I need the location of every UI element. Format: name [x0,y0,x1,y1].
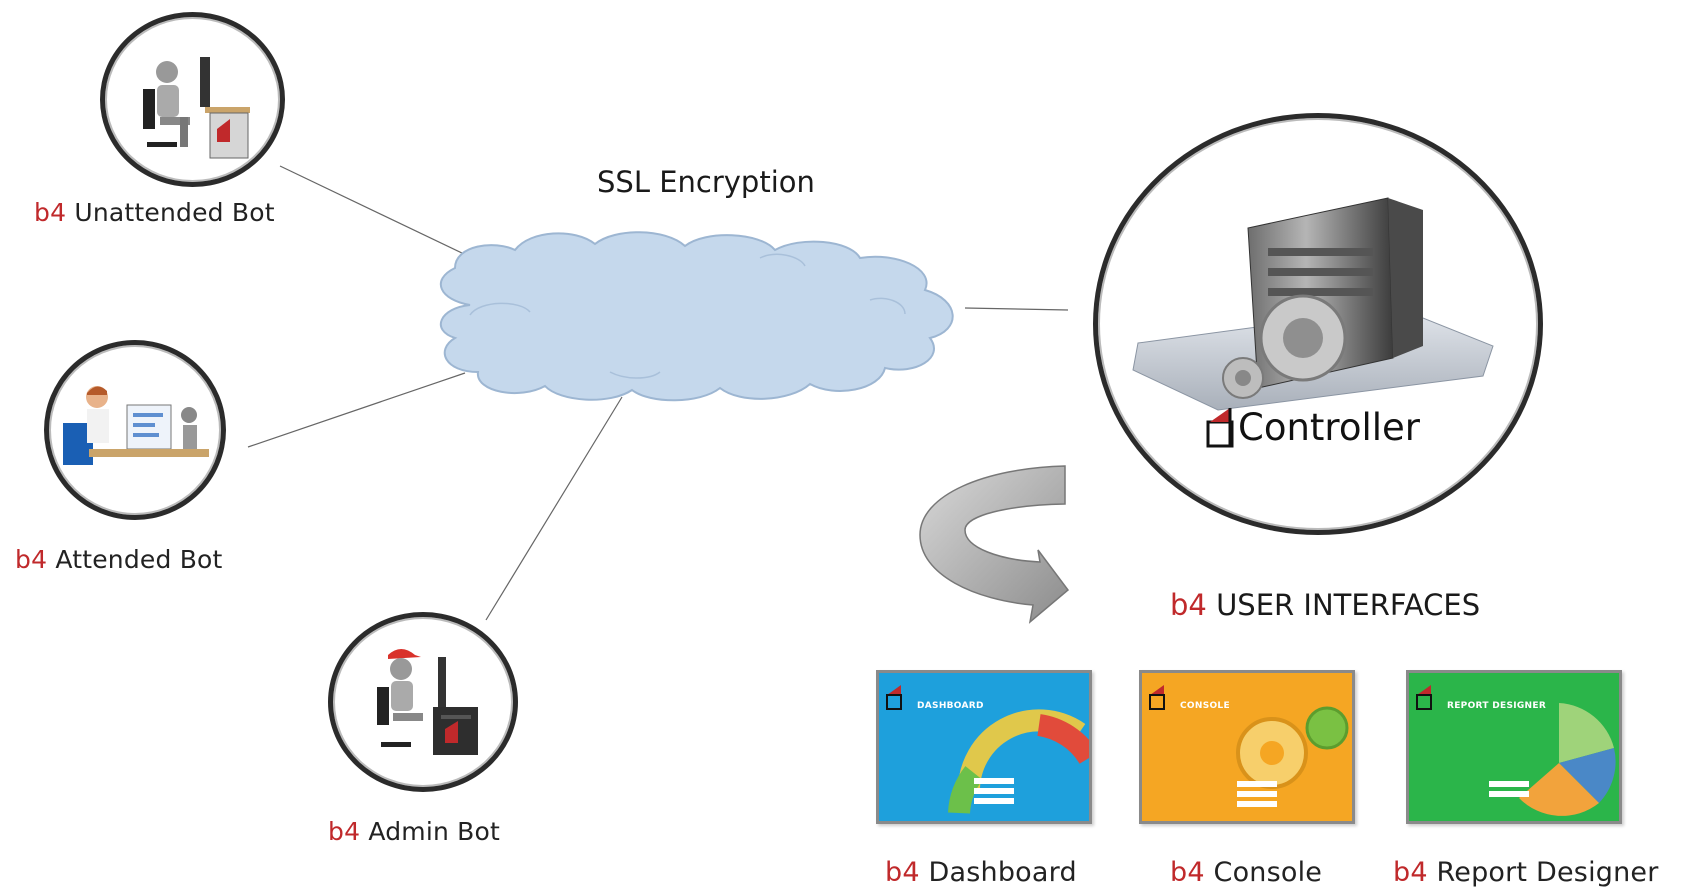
attended-bot-icon [44,340,226,520]
brand-b4: b4 [885,857,920,888]
bot-name: Attended Bot [55,545,223,574]
caption-text: Dashboard [928,857,1077,888]
thumb-screen-title: REPORT DESIGNER [1447,701,1547,711]
controller-label: Controller [1238,406,1421,449]
console-thumbnail[interactable]: CONSOLE [1139,670,1355,824]
user-interfaces-heading: b4 USER INTERFACES [1170,588,1480,622]
brand-b4: b4 [15,545,48,574]
controller-circle: Controller [1093,113,1543,535]
b4-logo-icon [1206,408,1234,448]
bot-name: Admin Bot [368,817,501,846]
thumb-screen-title: CONSOLE [1180,701,1230,711]
ssl-cloud [440,231,954,402]
brand-b4: b4 [1170,588,1207,622]
dashboard-thumbnail[interactable]: DASHBOARD [876,670,1092,824]
line-admin-to-cloud [485,396,623,621]
report-designer-thumbnail[interactable]: REPORT DESIGNER [1406,670,1622,824]
robot-at-desk-icon [143,57,250,159]
thumb-screen-title: DASHBOARD [917,701,984,711]
admin-bot-icon [328,612,518,792]
dashboard-gauge-icon [886,685,1089,814]
line-attended-to-cloud [247,372,466,448]
bot-name: Unattended Bot [74,198,275,227]
dashboard-caption: b4 Dashboard [885,857,1077,888]
caption-text: Console [1213,857,1323,888]
caption-text: Report Designer [1436,857,1659,888]
heading-text: USER INTERFACES [1216,588,1481,622]
brand-b4: b4 [328,817,361,846]
report-pie-icon [1416,685,1616,816]
brand-b4: b4 [34,198,67,227]
admin-bot-label: b4 Admin Bot [328,817,500,846]
report-designer-caption: b4 Report Designer [1393,857,1659,888]
brand-b4: b4 [1170,857,1205,888]
line-cloud-to-controller [964,307,1069,311]
unattended-bot-label: b4 Unattended Bot [34,198,275,227]
console-caption: b4 Console [1170,857,1322,888]
brand-b4: b4 [1393,857,1428,888]
person-at-computer-icon [63,386,209,465]
flow-arrow [919,465,1070,624]
server-gear-icon [1132,197,1494,411]
console-gear-icon [1149,685,1349,807]
attended-bot-label: b4 Attended Bot [15,545,223,574]
robot-with-cap-icon [377,649,478,755]
unattended-bot-icon [100,12,285,187]
ssl-encryption-label: SSL Encryption [597,165,815,199]
